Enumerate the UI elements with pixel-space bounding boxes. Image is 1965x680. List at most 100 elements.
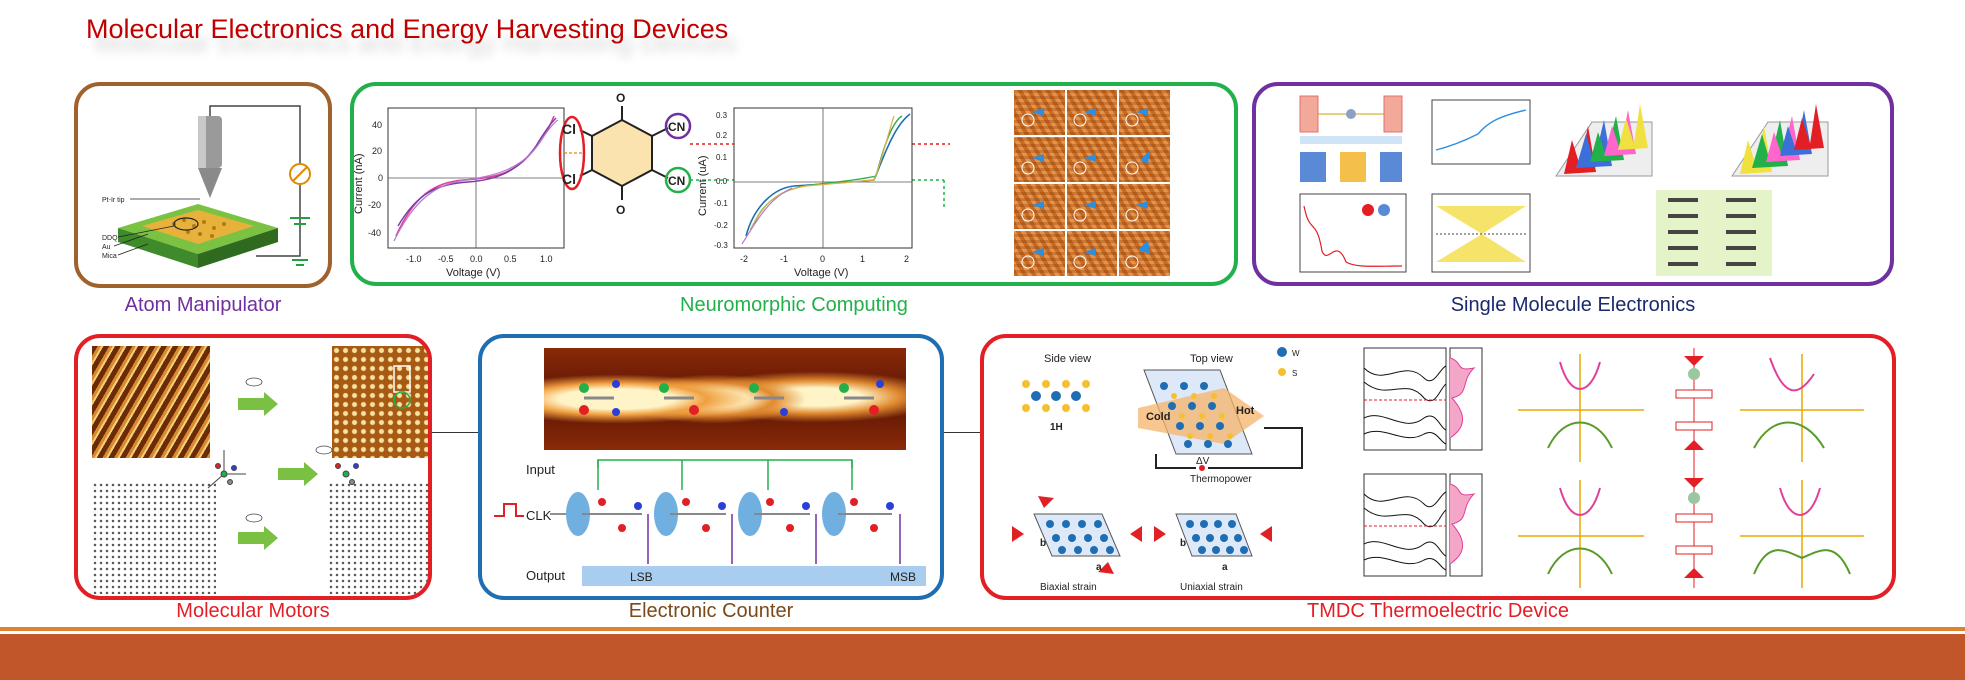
- msb-label: MSB: [890, 570, 916, 584]
- molecular-motors-caption: Molecular Motors: [176, 600, 330, 622]
- atom-manipulator-caption: Atom Manipulator: [124, 294, 282, 316]
- counter-stm-image: [544, 348, 906, 450]
- valley-diagram-3: [1740, 354, 1864, 462]
- iv1-xtick: -1.0: [406, 254, 422, 264]
- single-molecule-panel: [1252, 82, 1894, 286]
- mica-label: Mica: [102, 253, 117, 260]
- strain-arrow-icon: [1260, 526, 1272, 542]
- iv1-xtick: 0.5: [504, 254, 517, 264]
- molecule-diagram: O O Cl Cl CN CN: [558, 91, 950, 217]
- valley-diagram-2: [1518, 480, 1644, 588]
- cn-highlight-top: [664, 112, 692, 140]
- tip-label: Pt-Ir tip: [102, 197, 125, 204]
- iv-plot-1: -1.0 -0.5 0.0 0.5 1.0 40 20 0 -20 -40 Vo…: [354, 107, 565, 279]
- uniaxial-strain-label: Uniaxial strain: [1180, 582, 1243, 593]
- molecule-axes-icon: [207, 450, 359, 489]
- single-molecule-caption: Single Molecule Electronics: [1450, 294, 1696, 316]
- page-title: Molecular Electronics and Energy Harvest…: [86, 14, 729, 44]
- iv1-ytick: -20: [368, 200, 381, 210]
- iv1-ytick: 20: [372, 146, 382, 156]
- stm-image-grid: [1014, 90, 1170, 276]
- neuromorphic-panel: -1.0 -0.5 0.0 0.5 1.0 40 20 0 -20 -40 Vo…: [350, 82, 1238, 286]
- footer-band: [0, 634, 1965, 680]
- iv2-ytick: 0.0: [716, 177, 728, 186]
- lsb-label: LSB: [630, 570, 653, 584]
- au-label: Au: [102, 244, 111, 251]
- strain-arrow-icon: [1130, 526, 1142, 542]
- counter-cell: [566, 492, 846, 536]
- iv2-xlabel: Voltage (V): [794, 267, 848, 279]
- ddq-label: DDQ: [102, 235, 118, 242]
- s-label: S: [1292, 369, 1297, 378]
- iv1-xtick: -0.5: [438, 254, 454, 264]
- iv1-ylabel: Current (nA): [354, 153, 365, 214]
- iv2-xtick: 0: [820, 254, 825, 264]
- tmdc-figure: Side view 1H Top view W S Cold Hot: [1012, 347, 1864, 593]
- output-bar: [582, 566, 926, 586]
- stm-image-motor-2: [332, 346, 428, 458]
- iv2-ytick: 0.3: [716, 111, 728, 120]
- oxygen-label: O: [616, 91, 625, 105]
- waterfall-plot-2: [1731, 104, 1829, 177]
- lattice-a-label: a: [1096, 562, 1102, 573]
- strain-arrow-icon: [1012, 526, 1024, 542]
- iv2-ytick: -0.2: [714, 221, 728, 230]
- w-label: W: [1292, 349, 1300, 358]
- top-view-label: Top view: [1190, 353, 1233, 365]
- s-atom-legend: [1278, 368, 1286, 376]
- stm-setup-illustration: Pt-Ir tip DDQ Au Mica: [102, 105, 311, 268]
- thermopower-label: Thermopower: [1190, 474, 1252, 485]
- uniaxial-strain-lattice: b a: [1154, 513, 1272, 573]
- lattice-a-label: a: [1222, 562, 1228, 573]
- hot-label: Hot: [1236, 405, 1255, 417]
- iv2-xtick: -2: [740, 254, 748, 264]
- voltmeter-node: [1199, 465, 1205, 471]
- lattice-b-label: b: [1180, 538, 1186, 549]
- side-view-lattice: [1022, 380, 1090, 412]
- band-structure-plot-1: [1363, 347, 1483, 451]
- lattice-b-label: b: [1040, 538, 1046, 549]
- molecular-motors-panel: [74, 334, 432, 600]
- iv1-xtick: 0.0: [470, 254, 483, 264]
- iv2-ylabel: Current (uA): [697, 155, 709, 216]
- strain-direction-column: [1675, 348, 1713, 588]
- chlorine-label: Cl: [562, 171, 576, 187]
- iv2-ytick: -0.1: [714, 199, 728, 208]
- cn-label: CN: [668, 120, 685, 134]
- iv-plot-2: -2 -1 0 1 2 0.3 0.2 0.1 0.0 -0.1 -0.2 -0…: [697, 107, 913, 279]
- tmdc-panel: Side view 1H Top view W S Cold Hot: [980, 334, 1896, 600]
- tmdc-caption: TMDC Thermoelectric Device: [1307, 600, 1569, 622]
- 1h-label: 1H: [1050, 422, 1063, 433]
- cn-label: CN: [668, 174, 685, 188]
- footer-accent-line: [0, 627, 1965, 631]
- oxygen-label: O: [616, 203, 625, 217]
- delta-v-label: ΔV: [1196, 456, 1210, 467]
- biaxial-strain-label: Biaxial strain: [1040, 582, 1097, 593]
- strain-arrow-icon: [1098, 562, 1114, 574]
- strain-arrow-icon: [1038, 496, 1054, 508]
- strain-arrow-icon: [1154, 526, 1166, 542]
- chlorine-label: Cl: [562, 121, 576, 137]
- side-view-label: Side view: [1044, 353, 1091, 365]
- valley-diagram-1: [1518, 354, 1644, 462]
- molecular-lattice-1: [92, 482, 216, 594]
- atom-manipulator-panel: Pt-Ir tip DDQ Au Mica: [74, 82, 332, 288]
- neuromorphic-figure: -1.0 -0.5 0.0 0.5 1.0 40 20 0 -20 -40 Vo…: [354, 91, 950, 279]
- iv1-ytick: -40: [368, 228, 381, 238]
- electronic-counter-caption: Electronic Counter: [628, 600, 794, 622]
- electronic-counter-panel: Input CLK Output LSB: [478, 334, 944, 600]
- iv2-xtick: -1: [780, 254, 788, 264]
- w-atom-legend: [1277, 347, 1287, 357]
- clk-label: CLK: [526, 508, 552, 523]
- arrow-icon: [238, 392, 318, 550]
- iv1-ytick: 0: [378, 173, 383, 183]
- cl-highlight: [558, 115, 586, 191]
- iv2-ytick: 0.1: [716, 153, 728, 162]
- neuromorphic-caption: Neuromorphic Computing: [680, 294, 908, 316]
- input-label: Input: [526, 462, 555, 477]
- band-structure-plot-2: [1363, 473, 1483, 577]
- single-molecule-figure: [1299, 95, 1829, 276]
- iv2-ytick: -0.3: [714, 241, 728, 250]
- cold-label: Cold: [1146, 411, 1170, 423]
- clock-pulse-icon: [494, 503, 524, 517]
